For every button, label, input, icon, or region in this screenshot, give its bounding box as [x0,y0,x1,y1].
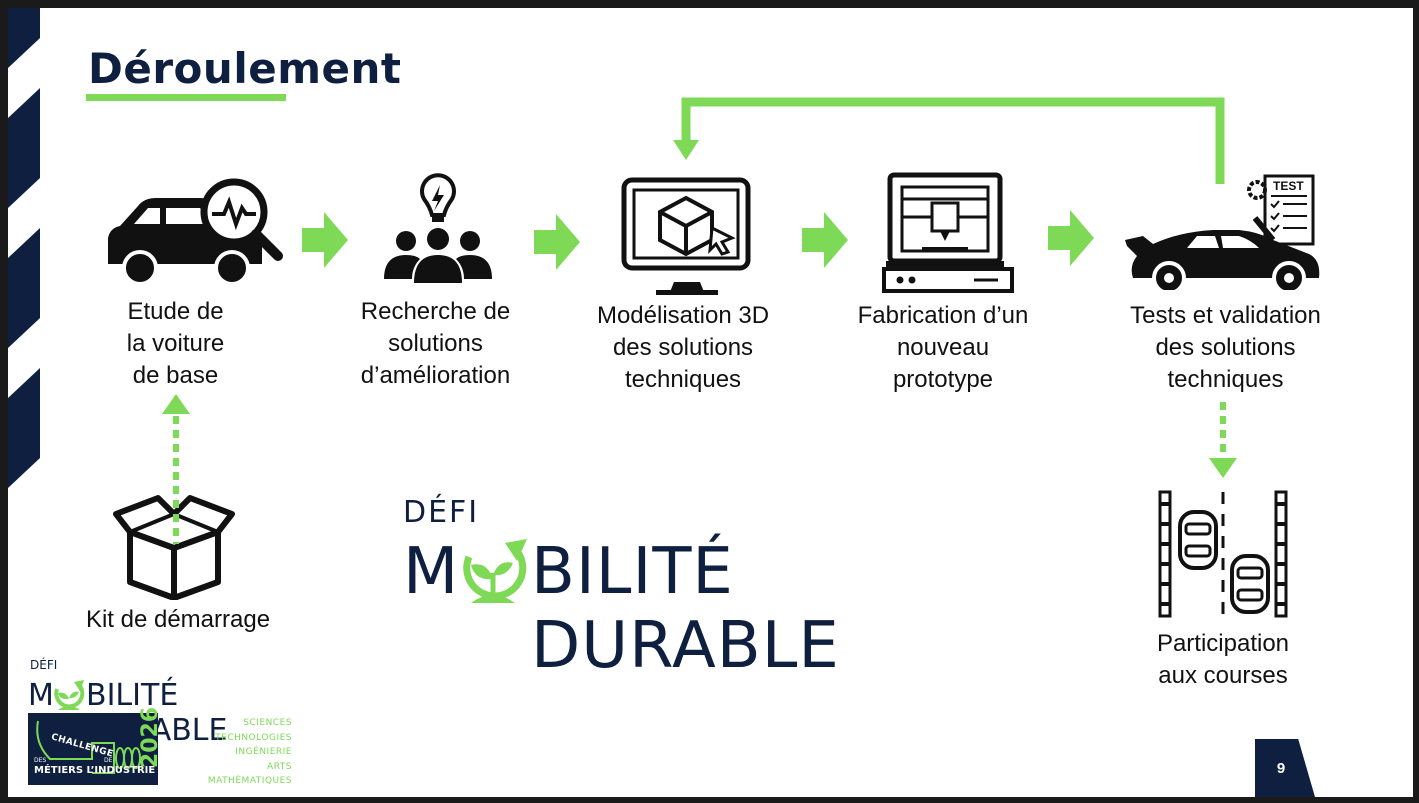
sprout-icon [463,539,527,603]
de-text: DE [104,757,113,764]
step-label-2: Recherche de solutions d’amélioration [360,298,511,389]
discipline-sciences: SCIENCES [243,718,292,728]
brand-wordmark-rest: BILITÉ DURABLE [531,535,840,683]
step-label-5: Tests et validation des solutions techni… [1130,302,1321,393]
flow-arrow-3 [802,212,848,268]
disciplines-list: SCIENCES TECHNOLOGIES INGÉNIERIE ARTS MA… [192,716,292,789]
des-text: DES [34,757,47,764]
defi-mobilite-durable-logo: DÉFI M BILITÉ DURABLE [403,495,1023,683]
step-label-3: Modélisation 3D des solutions techniques [596,302,770,393]
flow-arrow-2 [534,214,580,270]
discipline-mathematiques: MATHÉMATIQUES [207,776,292,786]
step-label-4: Fabrication d’un nouveau prototype [857,302,1029,393]
page-number: 9 [1255,739,1315,797]
brand-wordmark-m: M [403,535,460,609]
tests-to-races-arrow [1209,402,1237,478]
team-idea-icon [384,173,492,283]
step-label-1: Etude de la voiture de base [126,298,225,389]
lightbulb-outline-icon [36,720,141,774]
feedback-loop-arrow [673,97,1225,184]
slide: Déroulement [8,8,1413,797]
brand-defi-text: DÉFI [403,495,480,530]
race-track-icon [1158,490,1288,618]
page-title: Déroulement [88,44,402,93]
flow-arrow-1 [302,212,348,268]
metiers-text: MÉTIERS L’INDUSTRIE [34,765,156,776]
challenge-box: CHALLENGE DES DE MÉTIERS L’INDUSTRIE 202… [28,707,163,785]
discipline-technologies: TECHNOLOGIES [215,732,292,743]
footer-sprout-icon [54,680,85,710]
race-car-test-icon: TEST [1125,174,1320,290]
kit-to-study-arrow [162,394,190,544]
discipline-ingenierie: INGÉNIERIE [235,747,292,757]
car-search-icon [108,178,283,286]
monitor-3d-cube-icon [621,177,751,295]
3d-printer-icon [882,172,1014,293]
footer-defi-text: DÉFI [30,658,58,672]
left-stripe-decoration [8,8,40,797]
flow-arrow-4 [1048,210,1094,266]
svg-text:TEST: TEST [1273,179,1304,193]
footer-challenge-logo: DÉFI M BILITÉ DURABLE CHALLENGE DES DE M… [22,658,312,790]
races-label: Participation aux courses [1156,630,1290,689]
year-text: 2026 [138,706,164,769]
title-underline [86,94,286,101]
open-box-icon [113,495,235,600]
kit-label: Kit de démarrage [85,606,271,633]
footer-wordmark-m: M [28,678,54,713]
discipline-arts: ARTS [267,761,292,772]
